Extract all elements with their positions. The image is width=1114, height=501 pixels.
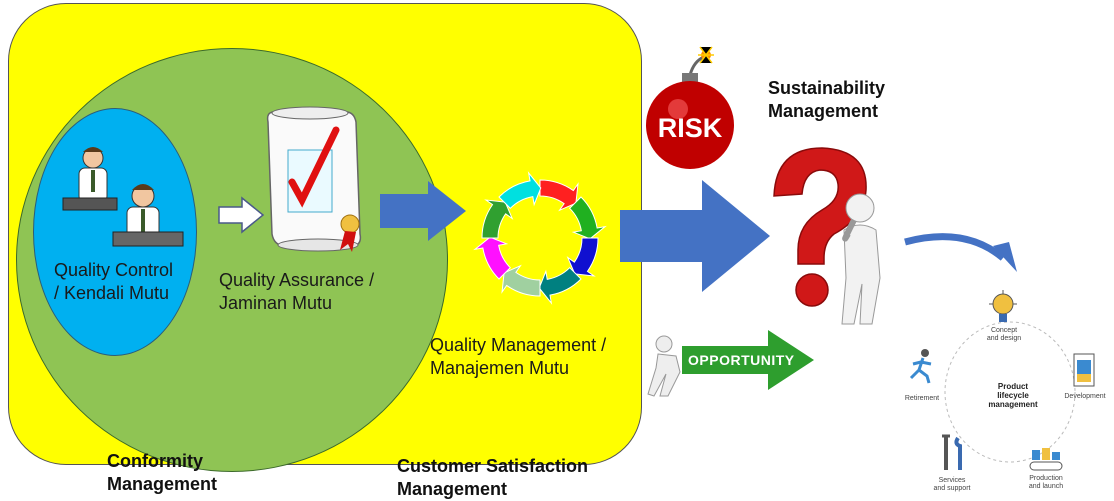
plm-development-label: Development — [1064, 393, 1106, 400]
conveyor-icon — [1029, 448, 1063, 471]
cycle-arrow-segment — [568, 196, 607, 240]
question-figure-icon — [773, 147, 881, 325]
cycle-arrow-segment — [498, 171, 542, 210]
cycle-arrow-segment — [538, 266, 582, 305]
quality-control-label: Quality Control / Kendali Mutu — [54, 260, 174, 303]
blue-arrow-1-icon — [380, 181, 466, 241]
opportunity-arrow-icon — [647, 330, 814, 397]
plm-services-label: Services and support — [933, 477, 971, 492]
cycle-arrow-segment — [473, 236, 512, 280]
curved-arrow-icon — [904, 233, 1017, 272]
quality-assurance-label: Quality Assurance / Jaminan Mutu — [219, 270, 375, 313]
tools-icon — [942, 434, 962, 470]
opportunity-sign: OPPORTUNITY — [647, 322, 818, 400]
conformity-label: Conformity Management — [107, 451, 218, 494]
opportunity-text: OPPORTUNITY — [688, 352, 795, 368]
risk-text: RISK — [657, 113, 723, 143]
notebook-icon — [1073, 353, 1095, 387]
cycle-arrows-icon — [473, 171, 607, 305]
runner-icon — [909, 349, 932, 384]
bomb-icon — [646, 46, 734, 169]
plm-cycle-ring — [944, 321, 1076, 463]
plm-concept-label: Concept and design — [986, 327, 1022, 342]
sustainability-label: Sustainability Management — [768, 78, 886, 121]
plm-center-label: Product lifecycle management — [988, 382, 1038, 409]
plm-production-label: Production and launch — [1028, 475, 1064, 490]
blue-arrow-2-icon — [620, 180, 770, 292]
white-arrow-icon — [218, 196, 265, 234]
lightbulb-icon — [989, 290, 1017, 322]
certificate-icon — [266, 106, 362, 252]
quality-management-label: Quality Management / Manajemen Mutu — [430, 335, 607, 378]
plm-retirement-label: Retirement — [904, 395, 940, 402]
workers-icon — [62, 147, 184, 247]
customer-satisfaction-label: Customer Satisfaction Management — [397, 456, 589, 499]
risk-bomb: RISK — [640, 43, 740, 173]
